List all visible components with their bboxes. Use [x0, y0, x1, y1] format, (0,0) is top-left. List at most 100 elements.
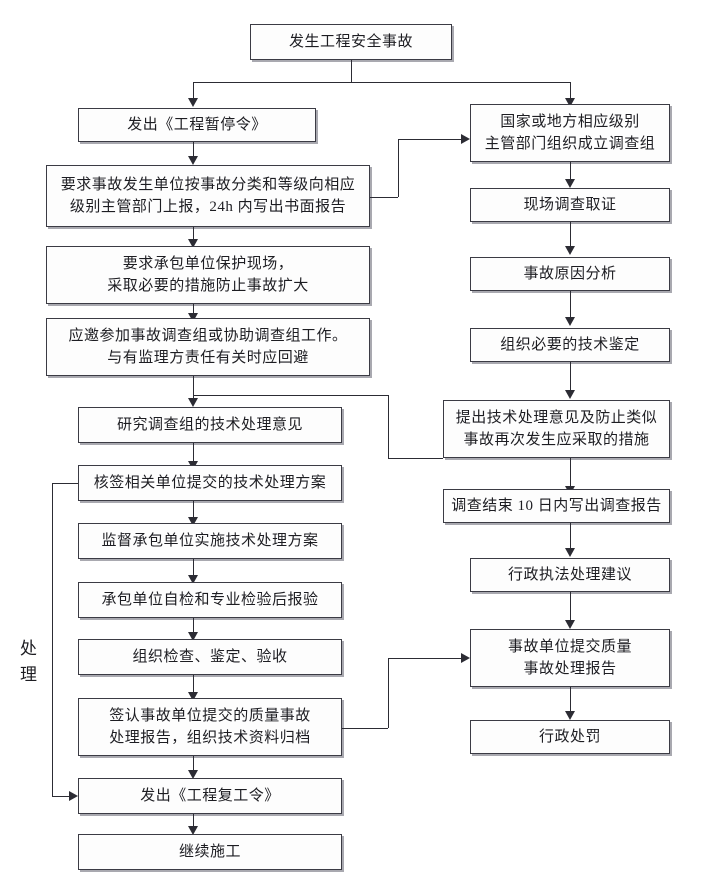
connector-l2-to-r1-h1	[370, 197, 398, 198]
connector-l3-l4	[193, 304, 194, 313]
node-right-9[interactable]: 行政处罚	[470, 720, 670, 754]
arrow-l6-l7	[188, 517, 198, 526]
node-left-9-label: 组织检查、鉴定、验收	[132, 648, 288, 665]
node-right-7-label: 行政执法处理建议	[507, 566, 632, 583]
arrow-r2-r3	[565, 246, 575, 255]
node-right-1-label: 国家或地方相应级别 主管部门组织成立调查组	[484, 113, 656, 153]
node-left-12-label: 继续施工	[178, 843, 241, 860]
connector-r8-r9	[570, 687, 571, 711]
arrow-l9-l10	[188, 692, 198, 701]
connector-split-right	[570, 82, 571, 98]
node-left-2[interactable]: 要求事故发生单位按事故分类和等级向相应 级别主管部门上报，24h 内写出书面报告	[46, 165, 370, 227]
arrow-r4-r5	[565, 390, 575, 399]
connector-loop-top	[52, 483, 78, 484]
node-right-6[interactable]: 调查结束 10 日内写出调查报告	[443, 489, 670, 523]
arrow-split-right	[565, 98, 575, 107]
connector-l7-l8	[193, 559, 194, 575]
arrow-l10-l11	[188, 770, 198, 779]
connector-split-bar	[193, 82, 571, 83]
connector-l2-l3	[193, 227, 194, 239]
node-right-3-label: 事故原因分析	[523, 265, 617, 282]
node-left-8-label: 承包单位自检和专业检验后报验	[101, 591, 319, 608]
arrow-r3-r4	[565, 317, 575, 326]
node-left-4-label: 应邀参加事故调查组或协助调查组工作。 与有监理方责任有关时应回避	[68, 327, 348, 367]
connector-r5-back-h2	[193, 395, 388, 396]
connector-r6-r7	[570, 523, 571, 548]
connector-r5-r6	[570, 458, 571, 486]
node-left-12[interactable]: 继续施工	[78, 834, 342, 870]
node-right-7[interactable]: 行政执法处理建议	[470, 558, 670, 592]
connector-r2-r3	[570, 222, 571, 246]
node-left-3-label: 要求承包单位保护现场， 采取必要的措施防止事故扩大	[107, 255, 309, 295]
node-left-9[interactable]: 组织检查、鉴定、验收	[78, 639, 342, 675]
arrow-l7-l8	[188, 575, 198, 584]
side-label-char-2: 理	[20, 665, 38, 685]
node-right-4[interactable]: 组织必要的技术鉴定	[470, 328, 670, 362]
node-right-5[interactable]: 提出技术处理意见及防止类似 事故再次发生应采取的措施	[443, 400, 670, 458]
side-label-char-1: 处	[20, 639, 38, 658]
node-right-8-label: 事故单位提交质量 事故处理报告	[507, 638, 632, 678]
node-right-4-label: 组织必要的技术鉴定	[500, 336, 640, 353]
arrow-l11-l12	[188, 826, 198, 835]
connector-r1-r2	[570, 162, 571, 179]
node-left-4[interactable]: 应邀参加事故调查组或协助调查组工作。 与有监理方责任有关时应回避	[46, 318, 370, 376]
node-right-6-label: 调查结束 10 日内写出调查报告	[451, 497, 662, 514]
connector-l6-l7	[193, 501, 194, 517]
arrow-l2-to-r1	[461, 134, 470, 144]
arrow-split-left	[188, 98, 198, 107]
node-left-8[interactable]: 承包单位自检和专业检验后报验	[78, 582, 342, 618]
node-left-5[interactable]: 研究调查组的技术处理意见	[78, 407, 342, 443]
node-start-label: 发生工程安全事故	[288, 33, 413, 50]
node-left-11-label: 发出《工程复工令》	[140, 787, 280, 804]
node-left-6[interactable]: 核签相关单位提交的技术处理方案	[78, 465, 342, 501]
connector-r5-back-h1	[388, 458, 443, 459]
node-left-10-label: 签认事故单位提交的质量事故 处理报告，组织技术资料归档	[109, 707, 311, 747]
connector-l2-to-r1-h2	[398, 139, 461, 140]
arrow-l10-to-r8	[461, 653, 470, 663]
connector-l8-l9	[193, 618, 194, 632]
connector-l9-l10	[193, 675, 194, 692]
node-right-8[interactable]: 事故单位提交质量 事故处理报告	[470, 629, 670, 687]
node-left-7[interactable]: 监督承包单位实施技术处理方案	[78, 523, 342, 559]
connector-l10-to-r8-h1	[342, 728, 388, 729]
arrow-l1-l2	[188, 156, 198, 165]
arrow-l2-l3	[188, 239, 198, 248]
arrow-loop-into-l11	[69, 791, 78, 801]
arrow-l4-l5	[188, 398, 198, 407]
node-left-1-label: 发出《工程暂停令》	[127, 116, 267, 133]
arrow-l8-l9	[188, 632, 198, 641]
arrow-r8-r9	[565, 711, 575, 720]
connector-r7-r8	[570, 592, 571, 620]
node-right-9-label: 行政处罚	[538, 728, 601, 745]
node-right-1[interactable]: 国家或地方相应级别 主管部门组织成立调查组	[470, 104, 670, 162]
node-left-2-label: 要求事故发生单位按事故分类和等级向相应 级别主管部门上报，24h 内写出书面报告	[60, 176, 356, 216]
node-right-2[interactable]: 现场调查取证	[470, 188, 670, 222]
arrow-r1-r2	[565, 179, 575, 188]
node-left-10[interactable]: 签认事故单位提交的质量事故 处理报告，组织技术资料归档	[78, 698, 342, 756]
connector-loop-vertical	[52, 483, 53, 796]
connector-r5-back-v	[388, 395, 389, 458]
arrow-r7-r8	[565, 620, 575, 629]
node-right-3[interactable]: 事故原因分析	[470, 257, 670, 291]
node-right-2-label: 现场调查取证	[523, 196, 617, 213]
node-left-11[interactable]: 发出《工程复工令》	[78, 778, 342, 814]
connector-split-left	[193, 82, 194, 98]
node-left-7-label: 监督承包单位实施技术处理方案	[101, 532, 319, 549]
node-start[interactable]: 发生工程安全事故	[250, 24, 452, 60]
node-left-5-label: 研究调查组的技术处理意见	[116, 416, 303, 433]
connector-l5-l6	[193, 443, 194, 461]
node-left-3[interactable]: 要求承包单位保护现场， 采取必要的措施防止事故扩大	[46, 246, 370, 304]
connector-r3-r4	[570, 291, 571, 317]
arrow-l3-l4	[188, 313, 198, 322]
node-left-1[interactable]: 发出《工程暂停令》	[78, 108, 316, 142]
arrow-r6-r7	[565, 548, 575, 557]
connector-loop-bottom	[52, 796, 69, 797]
node-right-5-label: 提出技术处理意见及防止类似 事故再次发生应采取的措施	[455, 409, 658, 449]
connector-l1-l2	[193, 142, 194, 156]
connector-l10-to-r8-h2	[388, 658, 461, 659]
connector-l4-l5	[193, 376, 194, 398]
connector-l10-to-r8-v	[388, 658, 389, 728]
connector-r4-r5	[570, 362, 571, 390]
node-left-6-label: 核签相关单位提交的技术处理方案	[93, 474, 327, 491]
